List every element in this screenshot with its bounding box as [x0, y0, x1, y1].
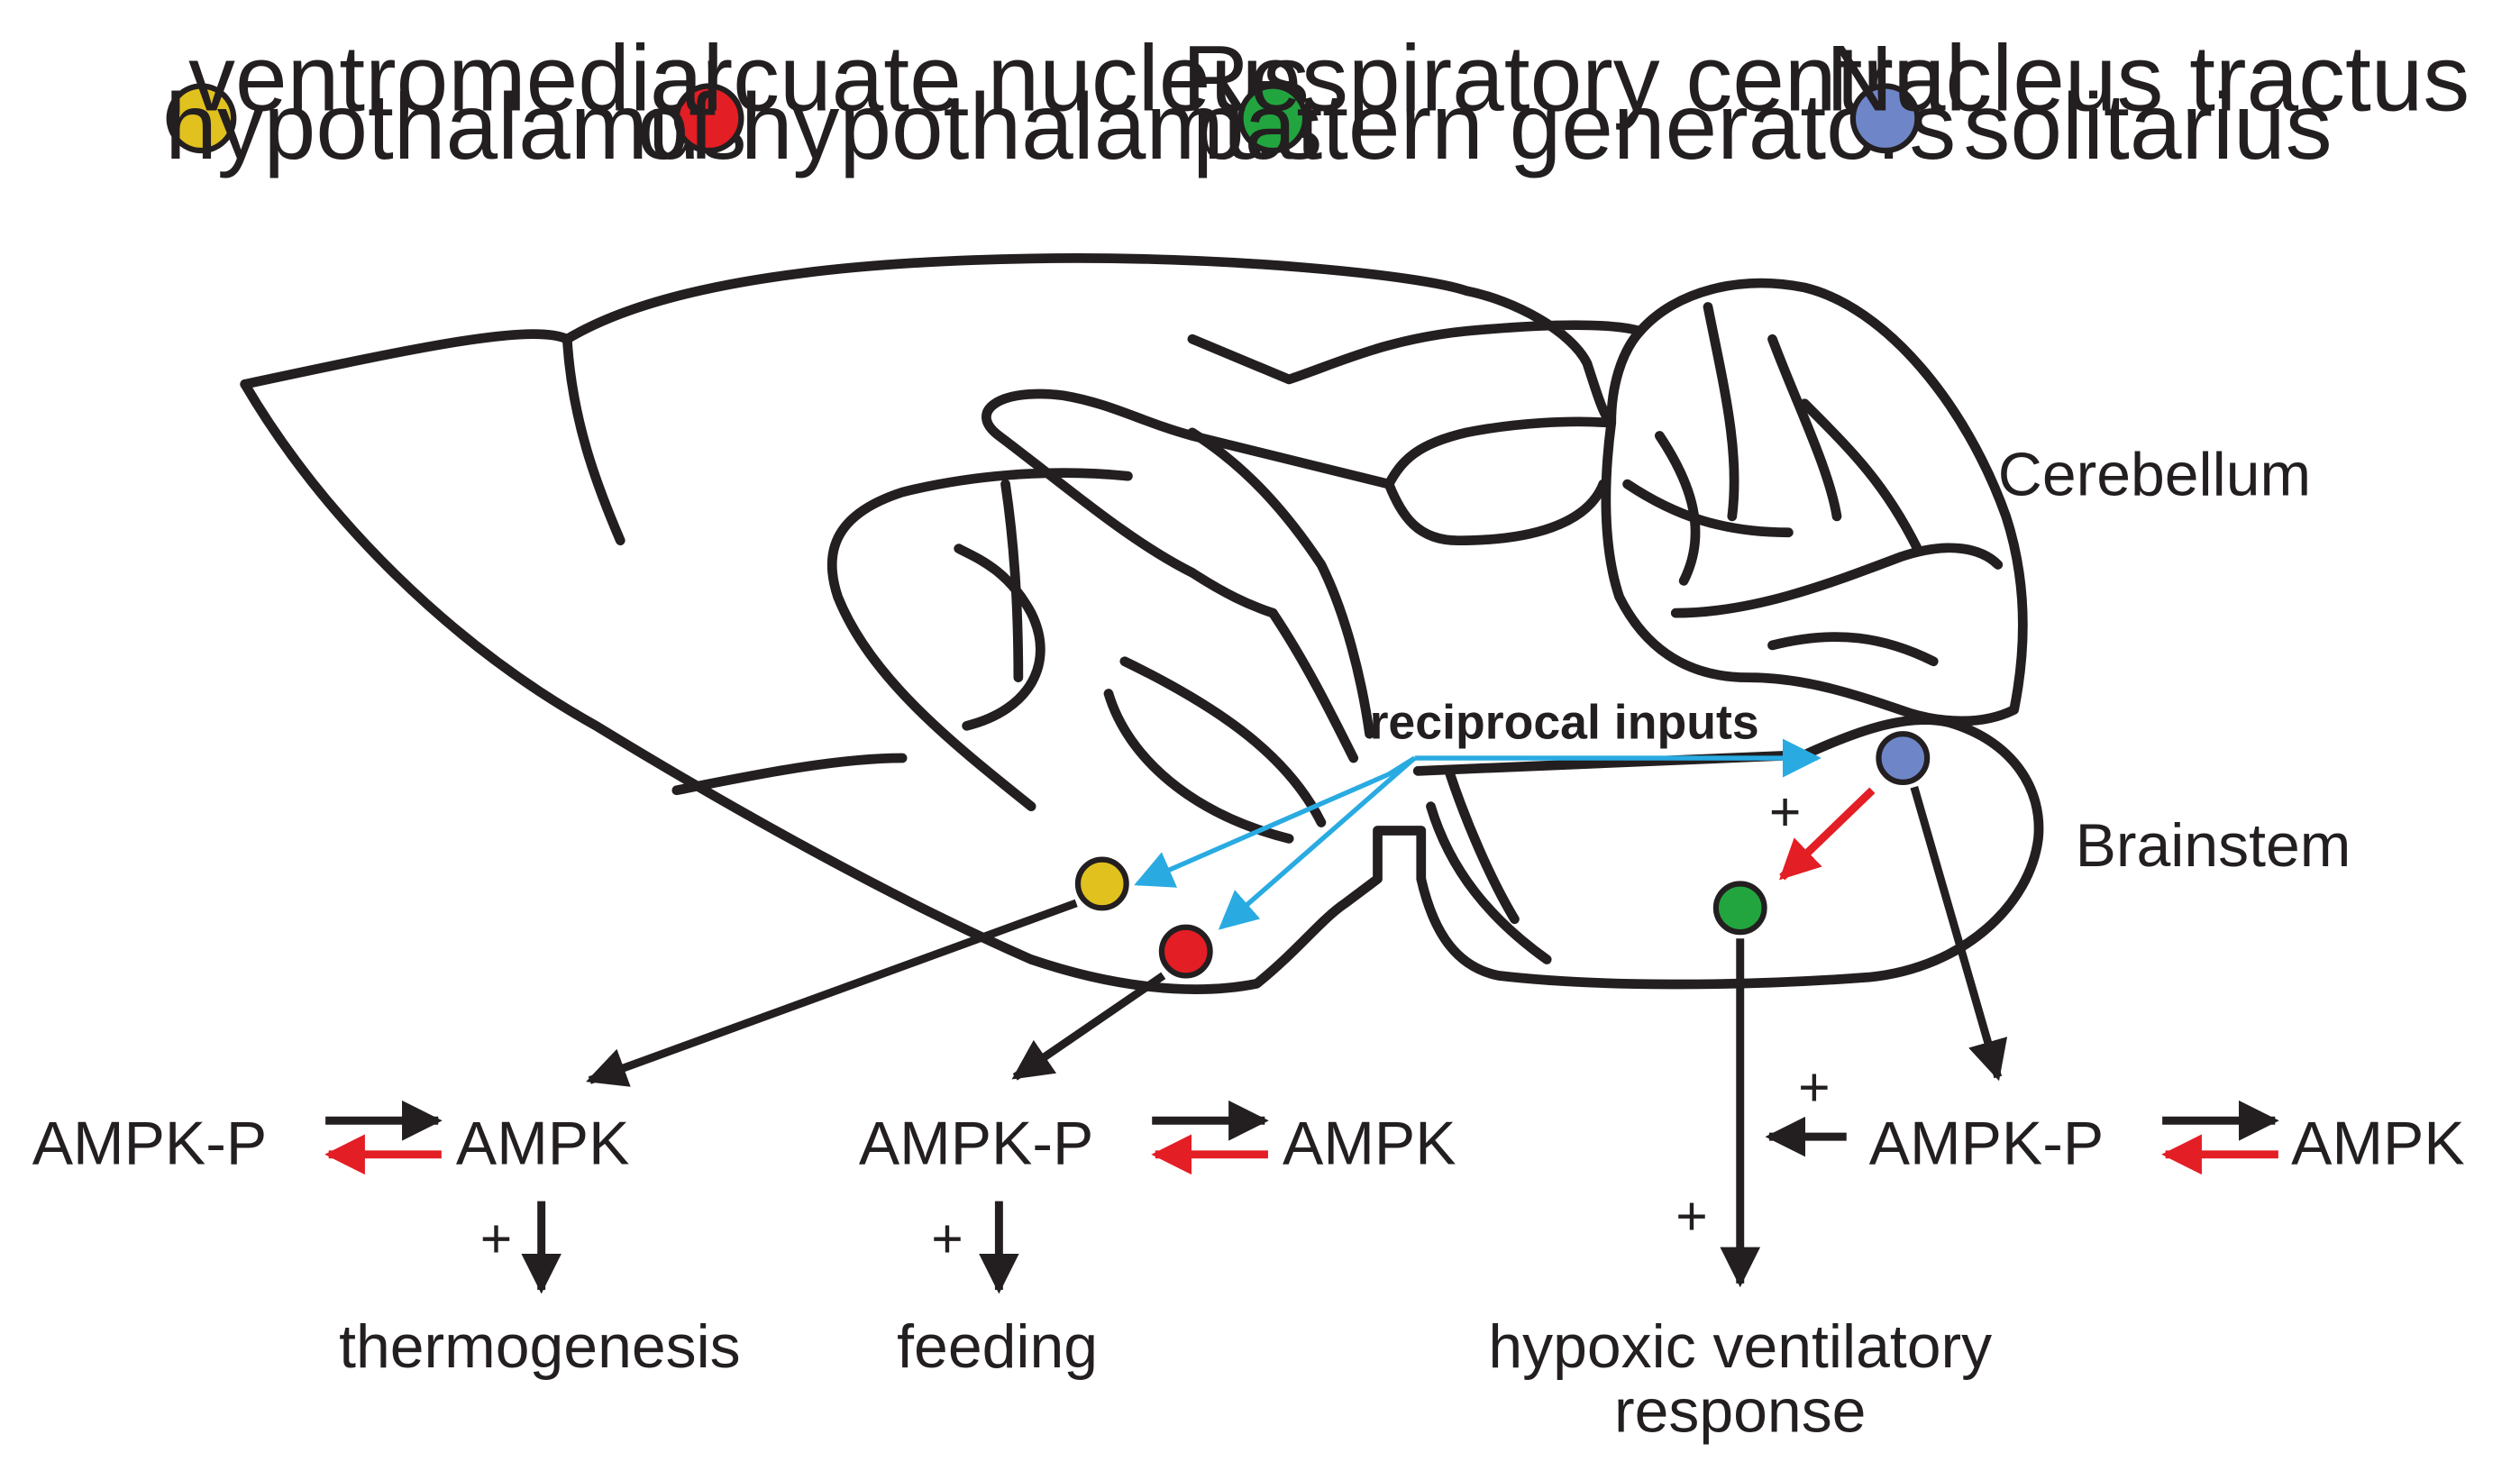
legend-nts-line2: solitarius [1963, 74, 2332, 178]
left-ampk-label: AMPK [456, 1110, 630, 1178]
middle-output-sign: + [931, 1208, 963, 1269]
middle-ampk-p-label: AMPK-P [859, 1110, 1093, 1178]
cerebellum-fold-3 [1654, 431, 1701, 586]
inner-curve-f [1103, 689, 1294, 844]
cerebellum-fold-7 [1767, 632, 1939, 667]
legend-cpg-dot [1237, 83, 1309, 154]
inner-curve-e [954, 544, 1045, 731]
inner-curve-c [1187, 427, 1374, 739]
cerebellum-fold-4 [1622, 479, 1794, 538]
right-ampk-p-label: AMPK-P [1869, 1110, 2104, 1178]
right-feedback-sign: + [1798, 1056, 1831, 1118]
midbrain-contour [1383, 416, 1617, 546]
legend-nts-line1: Nucleus tractus [1826, 25, 2470, 130]
left-ampk-cycle: AMPK-P AMPK + thermogenesis [32, 1100, 741, 1381]
cerebellum-outline [1601, 278, 2028, 726]
cerebrum-lower-edge [240, 379, 1427, 994]
brain-outline [240, 253, 2044, 994]
hvr-label-line2: response [1614, 1377, 1866, 1445]
nts-to-cpg-arrow [1779, 787, 1876, 881]
arc-nucleus-dot [1158, 924, 1213, 979]
reciprocal-inputs: reciprocal inputs [1134, 696, 1822, 930]
inner-curve-g [1119, 656, 1327, 827]
cerebellum-fold-2 [1767, 333, 1842, 522]
legend-arc-line2: of hypothalamus [637, 74, 1323, 178]
legend-vmh-line2: hypothalamus [165, 74, 746, 178]
left-ampk-p-label: AMPK-P [32, 1110, 267, 1178]
vmh-to-left-cycle-arrow [586, 899, 1078, 1087]
inner-curve-h [671, 753, 908, 796]
pons-curve [1445, 769, 1520, 925]
nts-to-right-cycle-arrow [1910, 785, 2008, 1082]
legend-vmh-dot [166, 83, 237, 154]
cerebellum-fold-5 [1799, 398, 1922, 553]
thalamus-contour [982, 388, 1394, 618]
legend-nts-dot [1849, 83, 1921, 154]
middle-ampk-label: AMPK [1283, 1110, 1456, 1178]
thermogenesis-label: thermogenesis [339, 1313, 741, 1381]
cerebellum-fold-6 [1670, 543, 2004, 618]
vmh-nucleus-dot [1074, 856, 1129, 911]
nts-to-cpg-sign: + [1769, 781, 1802, 842]
middle-ampk-cycle: AMPK-P AMPK + feeding [859, 1100, 1456, 1381]
inner-curve-d [1000, 479, 1024, 683]
brainstem-inner [1426, 801, 1552, 964]
feeding-label: feeding [897, 1313, 1098, 1381]
cpg-nucleus-dot [1712, 881, 1767, 936]
right-ampk-label: AMPK [2291, 1110, 2465, 1178]
legend-vmh-line1: ventromedial [188, 25, 724, 130]
left-output-sign: + [480, 1208, 513, 1269]
inner-curve-a [826, 468, 1133, 812]
arc-to-middle-cycle-arrow [1011, 972, 1166, 1081]
nts-nucleus-dot [1876, 731, 1931, 785]
legend-arc-line1: arcuate nucleus [650, 25, 1310, 130]
projection-arrows [586, 785, 2008, 1288]
cortex-fissure [562, 333, 625, 546]
cerebellum-label: Cerebellum [1998, 442, 2311, 509]
reciprocal-inputs-label: reciprocal inputs [1370, 696, 1759, 750]
brainstem-label: Brainstem [2076, 812, 2351, 880]
cpg-output-sign: + [1675, 1185, 1708, 1247]
cerebrum-outline [240, 253, 1646, 428]
legend-cpg-line1: Respiratory central [1182, 25, 1967, 130]
reciprocal-arrow-to-arc [1218, 756, 1417, 930]
legend-arc-dot [673, 83, 744, 154]
inner-curve-b [1267, 608, 1359, 763]
right-ampk-cycle: AMPK-P AMPK + + hypoxic ventilatory resp… [1488, 1056, 2464, 1445]
legend-cpg-line2: pattern generators [1192, 74, 1956, 178]
hvr-label-line1: hypoxic ventilatory [1488, 1313, 1992, 1381]
legend: ventromedial hypothalamus arcuate nucleu… [165, 25, 2470, 178]
cerebellum-fold-1 [1703, 302, 1739, 522]
